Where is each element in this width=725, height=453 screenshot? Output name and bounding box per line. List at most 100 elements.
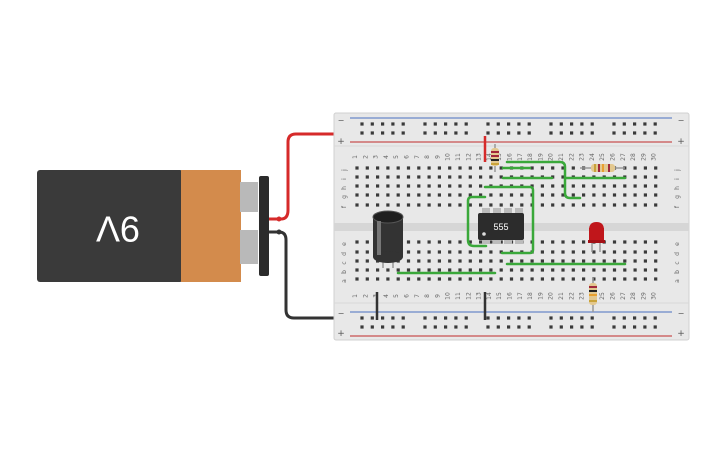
breadboard-hole[interactable] <box>417 175 421 179</box>
breadboard-hole[interactable] <box>448 203 452 207</box>
breadboard-hole[interactable] <box>499 240 503 244</box>
breadboard-hole[interactable] <box>365 203 369 207</box>
breadboard-hole[interactable] <box>489 203 493 207</box>
breadboard-hole[interactable] <box>633 184 637 188</box>
breadboard-hole[interactable] <box>582 240 586 244</box>
rail-hole[interactable] <box>381 131 385 135</box>
rail-hole[interactable] <box>633 325 637 329</box>
resistor-1[interactable] <box>491 144 499 172</box>
breadboard-hole[interactable] <box>623 250 627 254</box>
rail-hole[interactable] <box>570 316 574 320</box>
breadboard-hole[interactable] <box>654 240 658 244</box>
breadboard-hole[interactable] <box>571 184 575 188</box>
breadboard-hole[interactable] <box>551 184 555 188</box>
rail-hole[interactable] <box>454 325 458 329</box>
jumper-wire-1[interactable] <box>483 185 535 255</box>
breadboard-hole[interactable] <box>561 259 565 263</box>
breadboard-hole[interactable] <box>406 250 411 254</box>
breadboard-hole[interactable] <box>602 184 606 188</box>
breadboard-hole[interactable] <box>592 268 596 272</box>
breadboard-hole[interactable] <box>509 268 514 272</box>
rail-hole[interactable] <box>517 325 521 329</box>
breadboard-hole[interactable] <box>551 277 555 281</box>
breadboard-hole[interactable] <box>489 250 493 254</box>
breadboard-hole[interactable] <box>643 175 647 179</box>
rail-hole[interactable] <box>454 316 458 320</box>
breadboard-hole[interactable] <box>406 175 411 179</box>
rail-hole[interactable] <box>612 325 616 329</box>
breadboard-hole[interactable] <box>406 277 411 281</box>
rail-hole[interactable] <box>527 131 531 135</box>
breadboard-hole[interactable] <box>551 250 555 254</box>
breadboard-hole[interactable] <box>499 268 503 272</box>
breadboard-hole[interactable] <box>437 184 441 188</box>
breadboard-hole[interactable] <box>654 277 658 281</box>
breadboard-hole[interactable] <box>551 240 555 244</box>
breadboard-hole[interactable] <box>437 193 441 197</box>
breadboard-hole[interactable] <box>489 259 493 263</box>
rail-hole[interactable] <box>381 316 385 320</box>
breadboard-hole[interactable] <box>551 259 555 263</box>
rail-hole[interactable] <box>622 122 626 126</box>
breadboard-hole[interactable] <box>623 203 627 207</box>
breadboard-hole[interactable] <box>520 259 524 263</box>
breadboard-hole[interactable] <box>643 259 647 263</box>
rail-hole[interactable] <box>423 325 427 329</box>
breadboard-hole[interactable] <box>458 268 462 272</box>
breadboard-hole[interactable] <box>530 268 534 272</box>
jumper-wire-2[interactable] <box>466 195 488 248</box>
rail-hole[interactable] <box>643 325 647 329</box>
breadboard-hole[interactable] <box>355 240 359 244</box>
breadboard-hole[interactable] <box>376 166 380 170</box>
breadboard-hole[interactable] <box>427 268 431 272</box>
breadboard-hole[interactable] <box>365 166 369 170</box>
breadboard-hole[interactable] <box>633 203 637 207</box>
breadboard-hole[interactable] <box>551 268 555 272</box>
rail-hole[interactable] <box>633 131 637 135</box>
rail-hole[interactable] <box>391 325 395 329</box>
rail-hole[interactable] <box>496 122 500 126</box>
wire-black-negative[interactable] <box>269 230 356 320</box>
breadboard-hole[interactable] <box>396 193 400 197</box>
breadboard-hole[interactable] <box>582 193 586 197</box>
rail-hole[interactable] <box>590 122 594 126</box>
breadboard-hole[interactable] <box>540 268 544 272</box>
breadboard-hole[interactable] <box>468 175 472 179</box>
resistor-3[interactable] <box>589 278 597 312</box>
rail-hole[interactable] <box>580 316 584 320</box>
rail-hole[interactable] <box>486 325 490 329</box>
breadboard-hole[interactable] <box>499 175 503 179</box>
breadboard-hole[interactable] <box>468 259 472 263</box>
rail-hole[interactable] <box>486 316 490 320</box>
breadboard-hole[interactable] <box>386 166 390 170</box>
breadboard-hole[interactable] <box>468 193 472 197</box>
rail-hole[interactable] <box>653 122 657 126</box>
breadboard-hole[interactable] <box>633 250 637 254</box>
breadboard-hole[interactable] <box>468 250 472 254</box>
breadboard-hole[interactable] <box>643 184 647 188</box>
rail-hole[interactable] <box>527 316 531 320</box>
breadboard-hole[interactable] <box>551 203 555 207</box>
breadboard-hole[interactable] <box>489 268 493 272</box>
breadboard-hole[interactable] <box>540 203 544 207</box>
breadboard-hole[interactable] <box>479 193 483 197</box>
breadboard-hole[interactable] <box>612 259 617 263</box>
breadboard-hole[interactable] <box>509 277 514 281</box>
breadboard-hole[interactable] <box>458 250 462 254</box>
rail-hole[interactable] <box>580 325 584 329</box>
breadboard-hole[interactable] <box>365 184 369 188</box>
breadboard-hole[interactable] <box>386 193 390 197</box>
breadboard-hole[interactable] <box>406 268 411 272</box>
breadboard-hole[interactable] <box>437 166 441 170</box>
rail-hole[interactable] <box>370 131 374 135</box>
breadboard-hole[interactable] <box>561 184 565 188</box>
breadboard-hole[interactable] <box>355 193 359 197</box>
breadboard-hole[interactable] <box>633 259 637 263</box>
breadboard-hole[interactable] <box>427 175 431 179</box>
rail-hole[interactable] <box>517 316 521 320</box>
rail-hole[interactable] <box>454 131 458 135</box>
breadboard-hole[interactable] <box>561 175 565 179</box>
rail-hole[interactable] <box>370 325 374 329</box>
breadboard-hole[interactable] <box>479 203 483 207</box>
rail-hole[interactable] <box>507 316 511 320</box>
